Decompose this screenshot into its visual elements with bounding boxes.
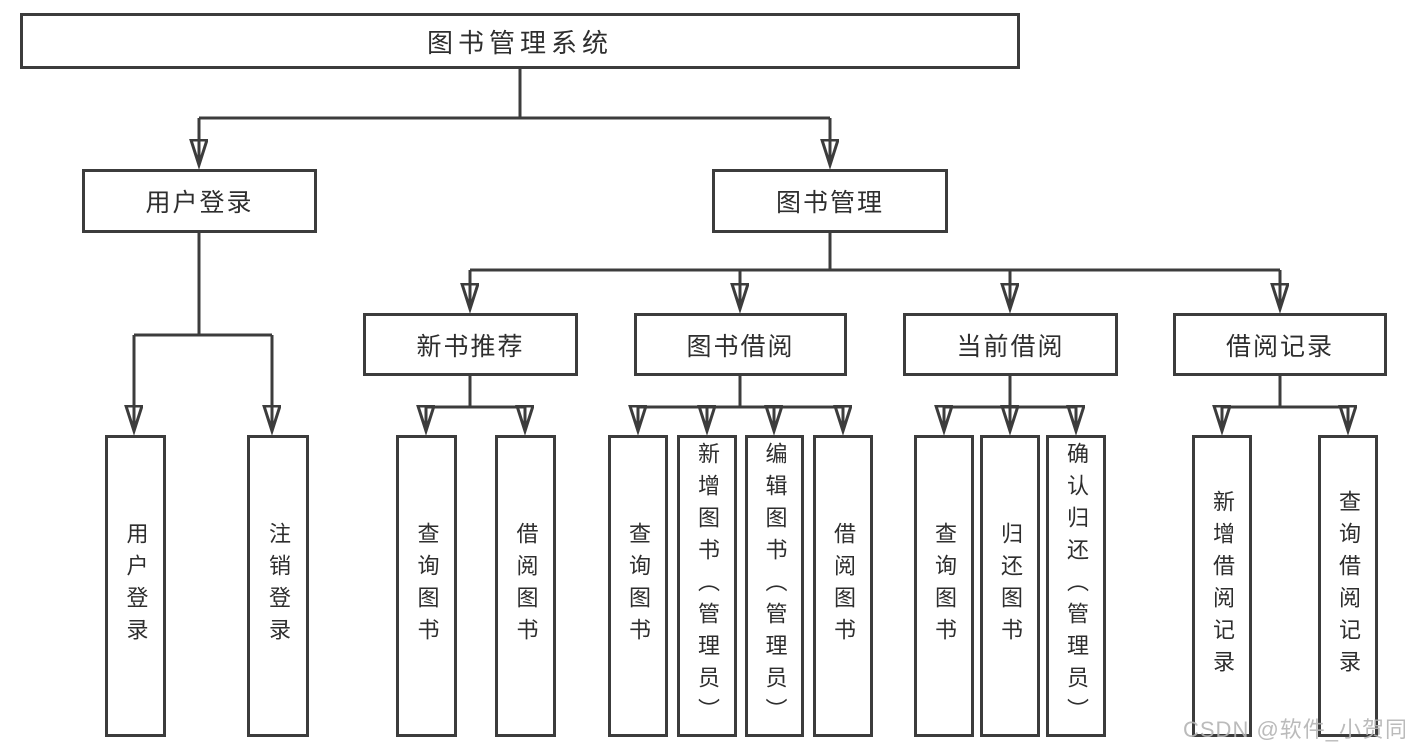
leaf-query-books-recommend-label: 查询图书 (414, 522, 440, 650)
leaf-logout-label: 注销登录 (266, 522, 291, 650)
leaf-query-borrow-record: 查询借阅记录 (1318, 435, 1378, 737)
leaf-confirm-return-admin: 确认归还（管理员） (1046, 435, 1106, 737)
node-user-login: 用户登录 (82, 169, 317, 233)
node-new-book-recommend: 新书推荐 (363, 313, 578, 376)
leaf-query-books-current: 查询图书 (914, 435, 974, 737)
leaf-borrow-books-recommend: 借阅图书 (495, 435, 556, 737)
node-library-system: 图书管理系统 (20, 13, 1020, 69)
leaf-edit-book-admin-label: 编辑图书（管理员） (762, 442, 788, 730)
leaf-user-login-label: 用户登录 (123, 522, 149, 650)
leaf-confirm-return-admin-label: 确认归还（管理员） (1064, 442, 1089, 730)
leaf-query-books-borrow: 查询图书 (608, 435, 668, 737)
leaf-add-borrow-record-label: 新增借阅记录 (1210, 490, 1235, 682)
leaf-borrow-books-label: 借阅图书 (831, 522, 856, 650)
leaf-query-books-recommend: 查询图书 (396, 435, 457, 737)
leaf-query-books-current-label: 查询图书 (932, 522, 957, 650)
node-book-management: 图书管理 (712, 169, 948, 233)
leaf-return-book-label: 归还图书 (998, 522, 1023, 650)
leaf-borrow-books-recommend-label: 借阅图书 (513, 522, 539, 650)
csdn-watermark: CSDN @软件_小贺同学 (1183, 717, 1405, 742)
leaf-query-borrow-record-label: 查询借阅记录 (1336, 490, 1361, 682)
leaf-add-book-admin: 新增图书（管理员） (677, 435, 737, 737)
leaf-user-login: 用户登录 (105, 435, 166, 737)
leaf-query-books-borrow-label: 查询图书 (626, 522, 651, 650)
leaf-add-book-admin-label: 新增图书（管理员） (695, 442, 720, 730)
leaf-edit-book-admin: 编辑图书（管理员） (745, 435, 804, 737)
node-current-borrowing: 当前借阅 (903, 313, 1118, 376)
leaf-return-book: 归还图书 (980, 435, 1040, 737)
node-book-borrowing: 图书借阅 (634, 313, 847, 376)
leaf-logout: 注销登录 (247, 435, 309, 737)
leaf-add-borrow-record: 新增借阅记录 (1192, 435, 1252, 737)
node-borrowing-records: 借阅记录 (1173, 313, 1387, 376)
leaf-borrow-books: 借阅图书 (813, 435, 873, 737)
